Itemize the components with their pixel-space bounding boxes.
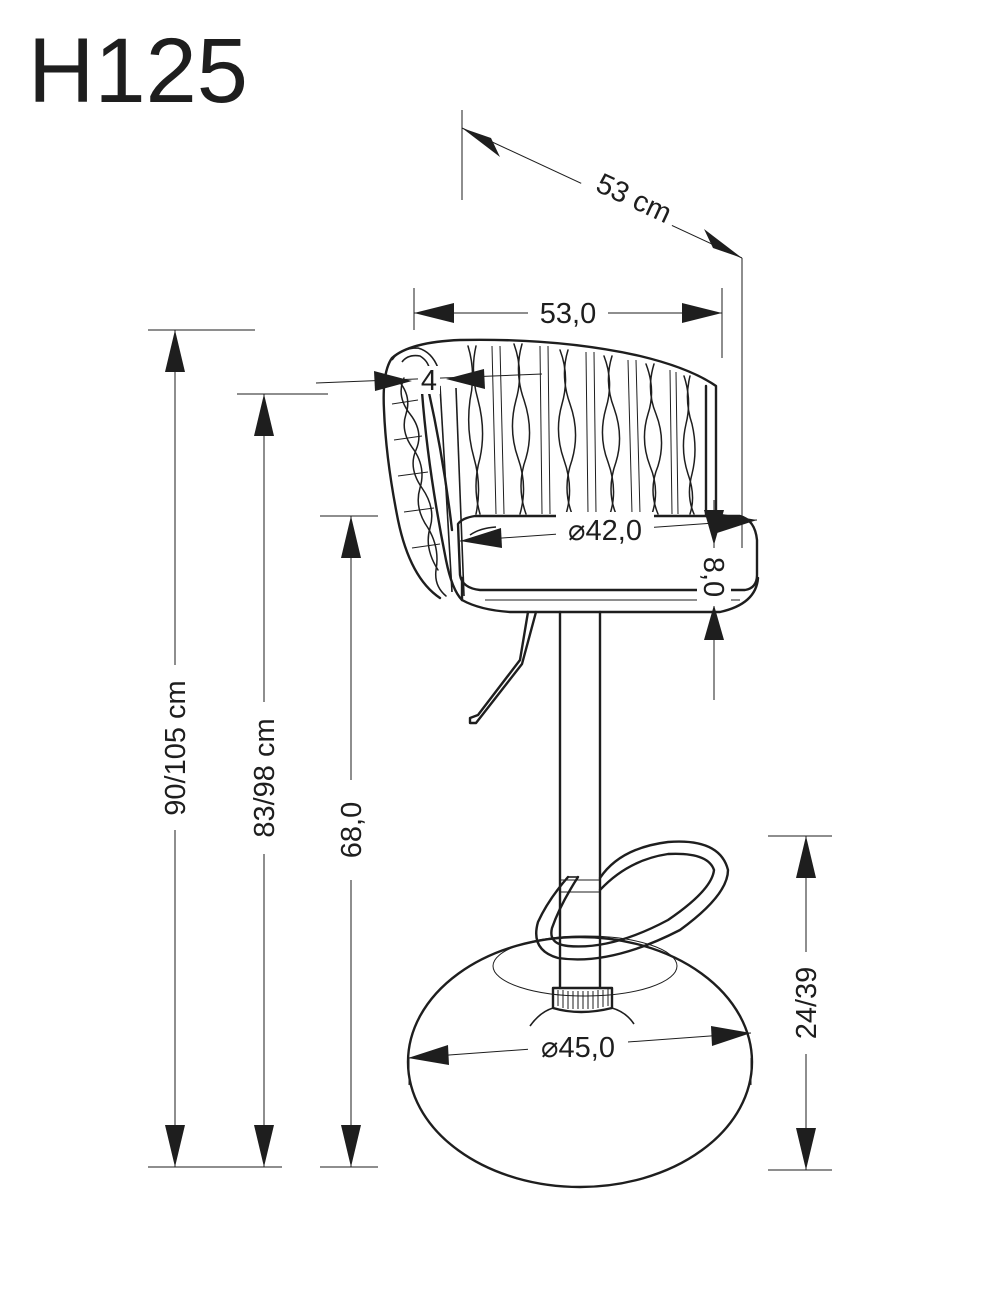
backrest-thickness-label: 4	[421, 365, 437, 397]
woven-backrest	[382, 338, 718, 602]
width-label: 53,0	[540, 298, 596, 330]
backrest-top-height-label: 83/98 cm	[249, 718, 281, 837]
dimension-labels: 53 cm 53,0 4 90/105 cm 83/98 cm 68,0 ⌀42…	[158, 158, 823, 1064]
seat-thickness-label: 8,0	[697, 557, 729, 597]
seat-height-label: 68,0	[336, 802, 368, 858]
stool-outline	[382, 338, 760, 1189]
footrest-height-label: 24/39	[791, 967, 823, 1040]
depth-label: 53 cm	[591, 168, 676, 230]
height-adjuster-collar	[529, 986, 635, 1027]
total-height-label: 90/105 cm	[160, 680, 192, 815]
seat-diameter-label: ⌀42,0	[568, 515, 642, 547]
product-code-title: H125	[28, 20, 248, 122]
dimension-lines	[148, 110, 832, 1171]
footrest-ring	[535, 840, 730, 961]
base-diameter-label: ⌀45,0	[541, 1032, 615, 1064]
